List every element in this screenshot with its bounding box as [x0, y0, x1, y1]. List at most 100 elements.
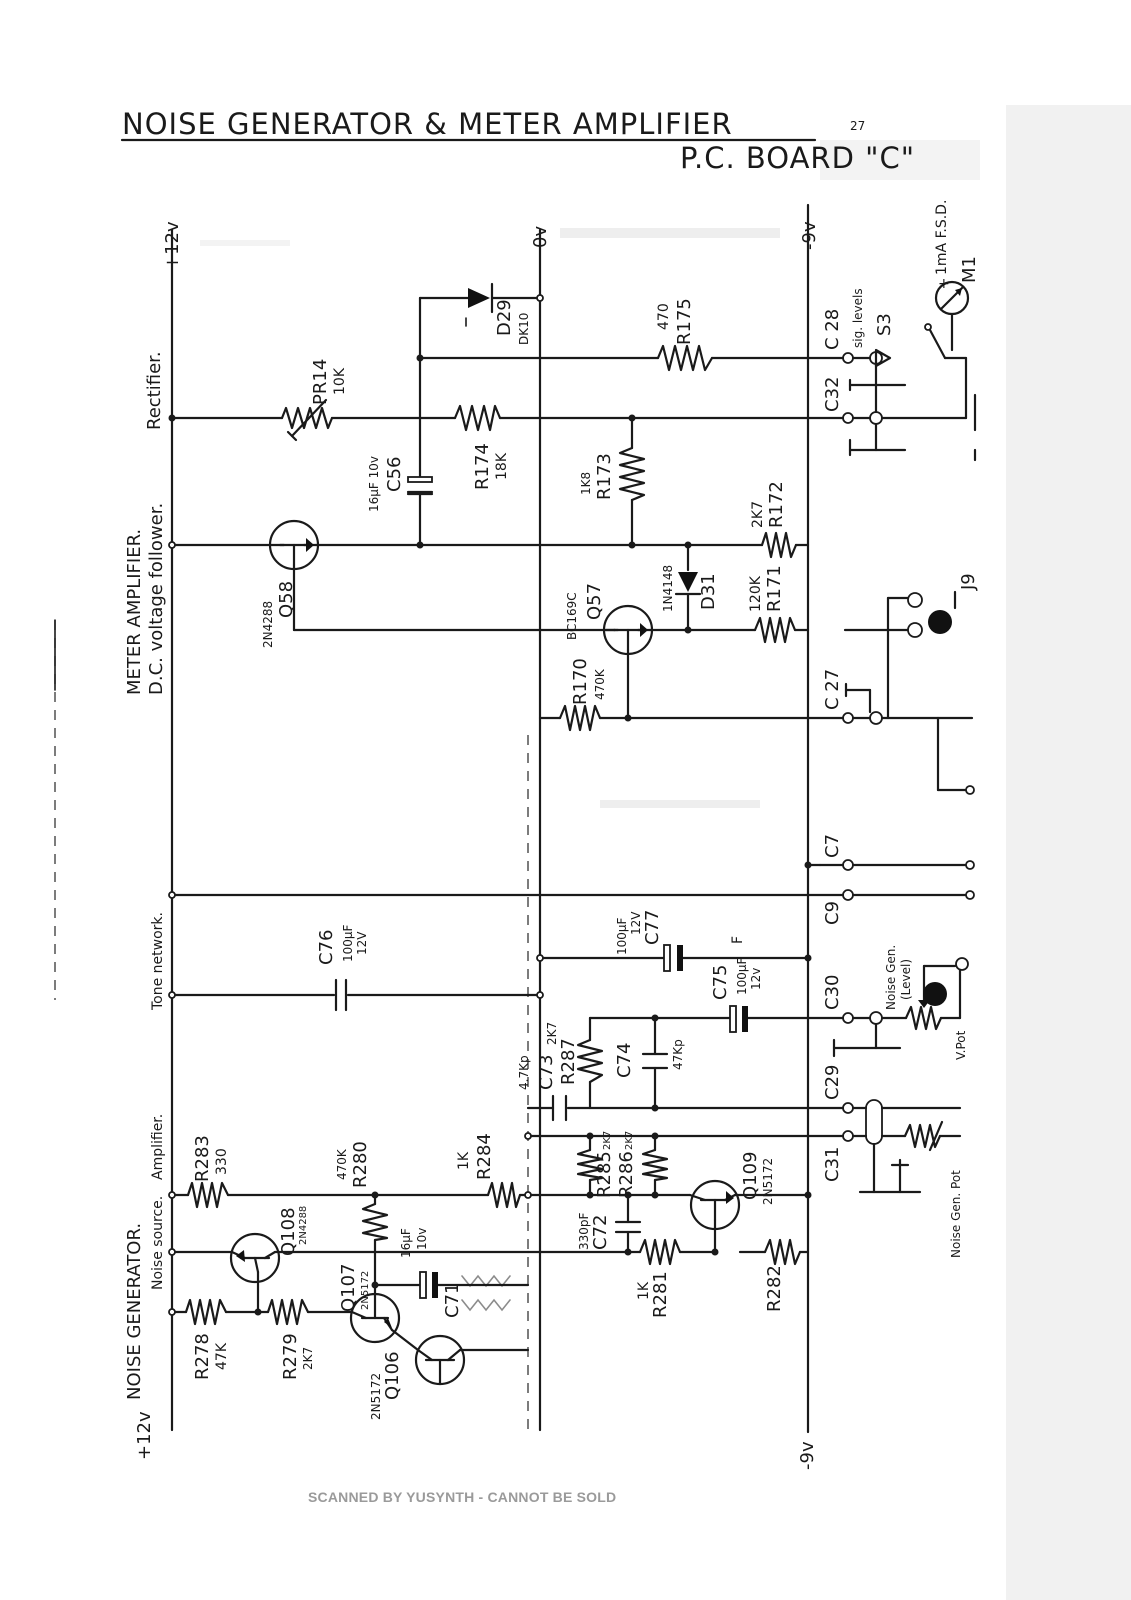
panel-wiring	[832, 280, 977, 1194]
c74-label: C74	[614, 1043, 635, 1078]
c71-value: 16µF	[399, 1228, 413, 1258]
connector-pins	[806, 352, 854, 1142]
diagram-title: NOISE GENERATOR & METER AMPLIFIER	[122, 107, 733, 141]
rail-label-minus9-bottom: -9v	[797, 1441, 818, 1470]
r278-value: 47K	[214, 1342, 230, 1370]
r283-value: 330	[214, 1148, 230, 1175]
section-label-meter-amplifier: METER AMPLIFIER.	[124, 529, 145, 695]
tone-network-junctions	[524, 1014, 812, 1256]
c75-voltage: 12v	[749, 968, 763, 990]
r172-label: R172	[766, 481, 787, 528]
c73-label: C73	[536, 1055, 557, 1090]
q57-transistor	[602, 604, 654, 656]
scan-edge-shading	[1006, 105, 1131, 1600]
c73-capacitor	[551, 1094, 568, 1122]
d31-type: 1N4148	[661, 565, 675, 612]
c77-voltage: 12V	[629, 911, 643, 935]
r279-label: R279	[280, 1333, 301, 1380]
q109-label: Q109	[740, 1151, 761, 1200]
r173-label: R173	[594, 453, 615, 500]
section-label-rectifier: Rectifier.	[144, 351, 165, 430]
meter-amp-wiring	[170, 296, 810, 720]
c74-value: 47Kp	[671, 1039, 685, 1070]
r173-value: 1K8	[579, 472, 593, 495]
middle-wiring	[170, 863, 822, 997]
c75-value: 100µF	[735, 957, 749, 995]
r284-value: 1K	[456, 1151, 472, 1170]
q107-label: Q107	[338, 1263, 359, 1312]
r281-value: 1K	[636, 1281, 652, 1300]
meter-plus-mark: +	[938, 276, 950, 292]
c71-label: C71	[442, 1283, 463, 1318]
board-label: P.C. BOARD "C"	[680, 141, 915, 175]
r175-resistor	[656, 344, 714, 372]
noise-gen-wiring	[170, 1193, 530, 1352]
r172-resistor	[760, 531, 798, 559]
q108-transistor	[229, 1232, 281, 1284]
r278-resistor	[184, 1298, 228, 1326]
faint-resistor-network	[461, 1274, 511, 1312]
r175-value: 470	[656, 303, 672, 330]
noise-gen-pot-label: Noise Gen. Pot	[949, 1170, 963, 1258]
c76-value: 100µF	[341, 924, 355, 962]
r280-resistor	[361, 1202, 389, 1242]
c56-value: 16µF 10v	[367, 456, 381, 512]
q108-label: Q108	[278, 1207, 299, 1256]
c74-capacitor	[641, 1052, 669, 1070]
rail-label-plus12-top: +12v	[162, 221, 183, 270]
middle-junctions	[168, 861, 812, 999]
vpot-label: V.Pot	[954, 1030, 968, 1060]
r285-label: R285	[594, 1151, 615, 1198]
c71-capacitor	[419, 1271, 438, 1299]
r283-label: R283	[192, 1135, 213, 1182]
pr14-value: 10K	[332, 367, 348, 395]
q57-type: BC169C	[565, 592, 579, 640]
meter-fsd-label: 1mA F.S.D.	[934, 200, 950, 275]
d29-label: D29	[494, 299, 515, 336]
c72-capacitor	[614, 1220, 642, 1234]
q106-type: 2N5172	[369, 1373, 383, 1420]
s3-function-label: sig. levels	[851, 288, 865, 348]
r284-resistor	[486, 1181, 522, 1209]
d29-type: DK10	[517, 313, 531, 345]
r282-resistor	[763, 1238, 802, 1266]
r174-resistor	[453, 404, 502, 432]
c76-voltage: 12V	[355, 931, 369, 955]
r170-resistor	[558, 704, 602, 732]
supply-rails	[170, 203, 810, 1434]
meter-m1-label: M1	[959, 256, 980, 283]
r170-value: 470K	[593, 668, 607, 700]
q107-transistor	[349, 1283, 401, 1344]
c77-f-mark: F	[730, 936, 746, 944]
q58-type: 2N4288	[261, 601, 275, 648]
r175-label: R175	[674, 298, 695, 345]
page-number: 27	[850, 119, 865, 133]
r280-label: R280	[350, 1141, 371, 1188]
pr14-label: PR14	[310, 359, 331, 405]
section-label-noise-source: Noise source.	[150, 1196, 166, 1290]
rail-label-plus12-bottom: +12v	[134, 1411, 155, 1460]
d31-diode	[674, 572, 702, 596]
r286-value: 2K7	[624, 1131, 635, 1150]
meter-amp-junctions	[168, 294, 692, 722]
q109-transistor	[688, 1179, 741, 1231]
rail-label-minus9-top: -9v	[799, 221, 820, 250]
q57-label: Q57	[584, 583, 605, 620]
section-label-amplifier: Amplifier.	[150, 1114, 166, 1180]
c72-value: 330pF	[577, 1212, 591, 1250]
r285-resistor	[576, 1148, 604, 1182]
s3-label: S3	[874, 313, 895, 336]
r174-value: 18K	[494, 452, 510, 480]
c73-value: 4.7Kp	[517, 1055, 531, 1090]
r282-label: R282	[764, 1265, 785, 1312]
scan-specks	[200, 140, 980, 808]
c77-value: 100µF	[615, 917, 629, 955]
r173-resistor	[618, 446, 646, 502]
c56-label: C56	[384, 457, 405, 492]
r278-label: R278	[192, 1333, 213, 1380]
c71-voltage: 10v	[415, 1228, 429, 1250]
section-label-dc-voltage-follower: D.C. voltage follower.	[146, 503, 167, 695]
section-label-tone-network: Tone network.	[150, 912, 166, 1011]
r174-label: R174	[472, 443, 493, 490]
